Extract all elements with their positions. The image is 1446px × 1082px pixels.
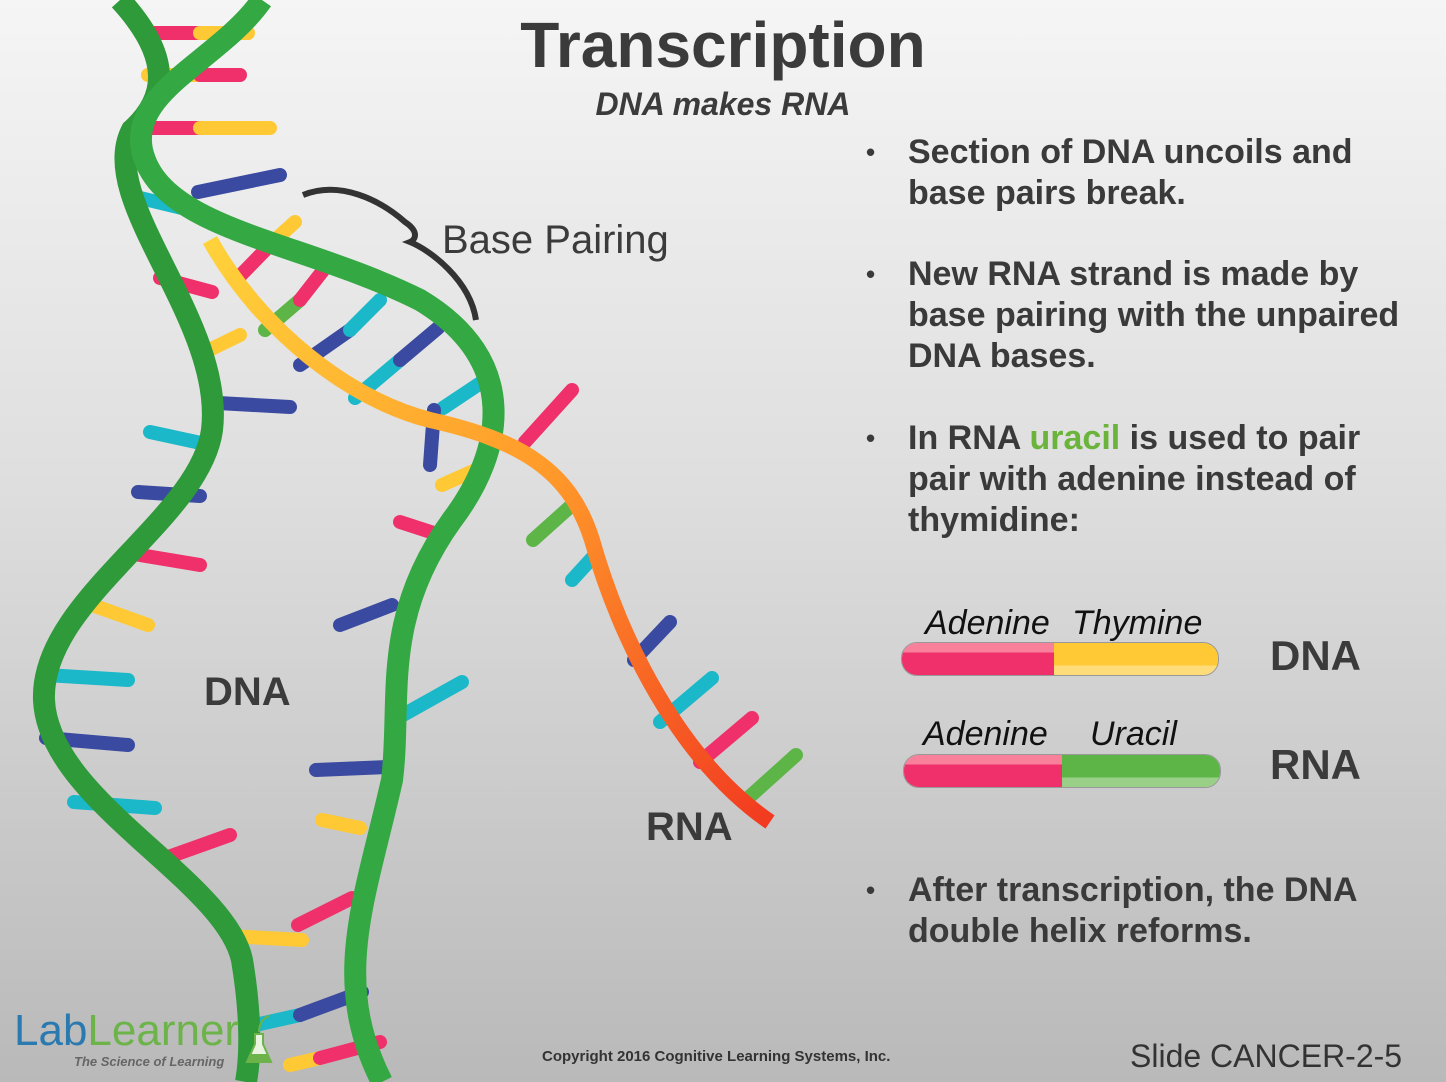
dna-label: DNA: [204, 670, 291, 714]
base-guanine: [191, 168, 287, 199]
bullet-2: •New RNA strand is made by base pairing …: [866, 255, 1400, 375]
uracil-highlight: uracil: [1029, 419, 1121, 457]
bullet-text: Section of DNA uncoils and base pairs br…: [908, 133, 1353, 212]
dna-pair-left-label: Adenine: [925, 604, 1050, 642]
bullet-4: •After transcription, the DNA double hel…: [866, 871, 1357, 950]
slide-id: Slide CANCER-2-5: [1130, 1038, 1403, 1074]
logo-lab: Lab: [14, 1006, 88, 1055]
rna-label: RNA: [646, 805, 733, 849]
base-guanine: [333, 598, 399, 632]
base-guanine: [211, 396, 297, 414]
adenine-thymine-bar: [901, 642, 1219, 676]
base-adenine: [133, 548, 207, 572]
page-subtitle: DNA makes RNA: [595, 86, 851, 122]
base-uracil: [739, 748, 803, 807]
base-cytosine: [248, 1008, 307, 1032]
lablearner-logo: LabLearner The Science of Learning: [14, 1008, 273, 1070]
page-title: Transcription: [520, 9, 926, 81]
copyright: Copyright 2016 Cognitive Learning System…: [542, 1048, 891, 1065]
bullet-3: •In RNA uracil is used to pair pair with…: [866, 419, 1361, 539]
base-adenine: [518, 383, 579, 449]
base-adenine: [291, 891, 359, 932]
base-guanine: [309, 760, 395, 777]
logo-wordmark: LabLearner: [14, 1008, 239, 1054]
logo-tagline: The Science of Learning: [74, 1054, 225, 1069]
base-guanine: [393, 321, 445, 367]
bracket: [301, 186, 479, 321]
base-thymine: [85, 598, 155, 632]
bullet-text: After transcription, the DNA double heli…: [908, 871, 1357, 950]
base-uracil: [526, 498, 579, 547]
dna-pair-label: DNA: [1270, 632, 1361, 679]
flask-icon: [245, 1015, 273, 1063]
base-adenine: [293, 261, 332, 307]
rna-pair-label: RNA: [1270, 741, 1361, 788]
logo-learner: Learner: [87, 1006, 240, 1055]
base-thymine: [315, 813, 367, 835]
base-pairing-label: Base Pairing: [442, 218, 669, 262]
rna-pair-right-label: Uracil: [1090, 715, 1177, 753]
base-cytosine: [343, 293, 387, 337]
dna-strand-right: [129, 0, 505, 1082]
bullet-text: New RNA strand is made by base pairing w…: [908, 255, 1400, 375]
bullet-text: is used to pair pair with adenine instea…: [908, 419, 1361, 539]
rna-pair-left-label: Adenine: [923, 715, 1048, 753]
dna-pair-right-label: Thymine: [1072, 604, 1203, 642]
base-cytosine: [39, 668, 135, 687]
logo-words: LabLearner The Science of Learning: [14, 1008, 239, 1070]
rna-strand: [203, 236, 775, 829]
base-cytosine: [396, 675, 469, 722]
bullet-1: •Section of DNA uncoils and base pairs b…: [866, 133, 1353, 212]
bullet-text: In RNA: [908, 419, 1030, 457]
adenine-uracil-bar: [903, 754, 1221, 788]
